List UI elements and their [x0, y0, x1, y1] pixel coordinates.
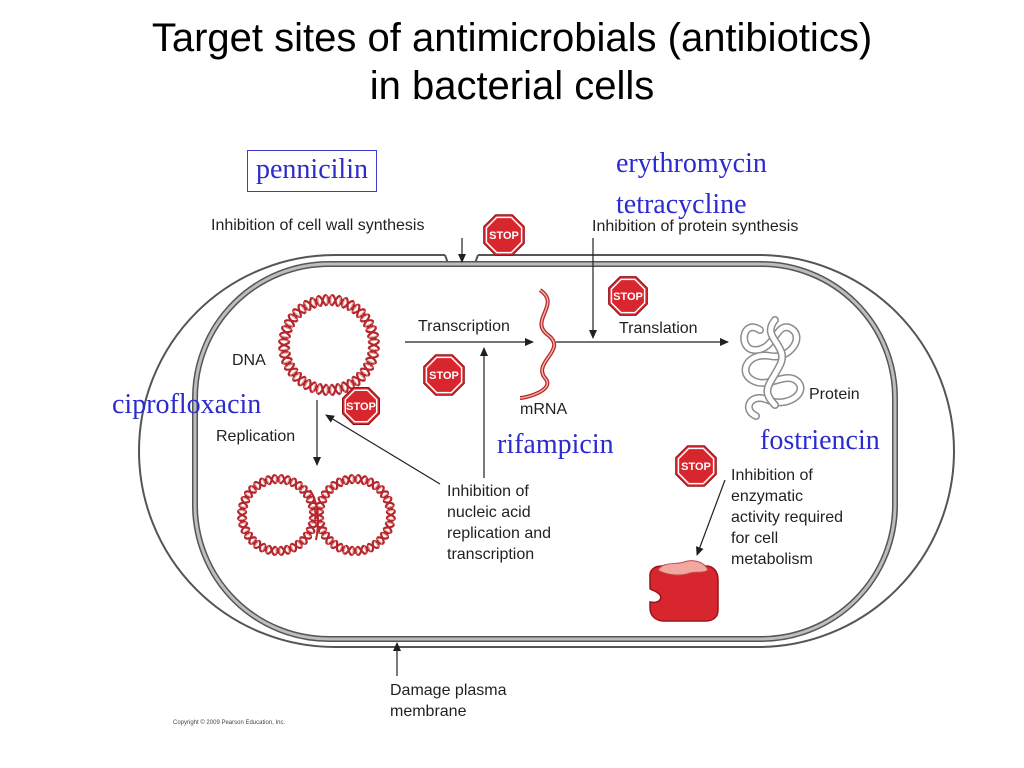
- stop-sign-text: STOP: [429, 370, 459, 382]
- erythromycin-label: erythromycin: [616, 148, 767, 179]
- dna-crossover: [309, 489, 319, 541]
- stop-sign-text: STOP: [346, 401, 376, 413]
- nucleic-acid-inhibition-label: Inhibition of nucleic acid replication a…: [447, 483, 552, 563]
- mrna-strand: [519, 288, 557, 400]
- title-line-1: Target sites of antimicrobials (antibiot…: [151, 16, 873, 60]
- stop-sign-text: STOP: [489, 230, 519, 242]
- dna-label: DNA: [232, 352, 266, 369]
- page-title: Target sites of antimicrobials (antibiot…: [0, 14, 1024, 110]
- transcription-label: Transcription: [418, 318, 510, 335]
- protein-synthesis-label: Inhibition of protein synthesis: [592, 218, 799, 235]
- stop-sign-text: STOP: [681, 461, 711, 473]
- ciprofloxacin-label: ciprofloxacin: [112, 389, 262, 420]
- rifampicin-label: rifampicin: [497, 429, 614, 460]
- copyright-text: Copyright © 2009 Pearson Education, Inc.: [173, 720, 286, 726]
- dna-replicated-circle-2: [314, 474, 396, 556]
- protein-label: Protein: [809, 386, 860, 403]
- stop-sign-icon: STOP: [608, 276, 648, 316]
- cell-envelope: [138, 254, 955, 648]
- protein-structure: [740, 316, 805, 420]
- translation-label: Translation: [619, 320, 698, 337]
- stop-sign-icon: STOP: [423, 354, 465, 396]
- enzymatic-inhibition-label: Inhibition of enzymatic activity require…: [731, 467, 844, 568]
- replication-label: Replication: [216, 428, 296, 445]
- fostriencin-label: fostriencin: [760, 425, 880, 456]
- mrna-label: mRNA: [520, 401, 568, 418]
- enzyme-shape: [649, 560, 719, 622]
- stop-sign-icon: STOP: [342, 387, 380, 425]
- stop-sign-icon: STOP: [483, 214, 525, 256]
- cell-wall-synthesis-label: Inhibition of cell wall synthesis: [211, 217, 425, 234]
- plasma-membrane-inner: [193, 262, 897, 641]
- penicillin-label: pennicilin: [247, 150, 377, 192]
- stop-sign-icon: STOP: [675, 445, 717, 487]
- cell-wall-outer: [138, 254, 955, 648]
- stop-sign-text: STOP: [613, 291, 643, 303]
- arrows: [313, 238, 729, 676]
- membrane-damage-label: Damage plasma membrane: [390, 682, 507, 720]
- dna-replicated-circle-1: [237, 474, 319, 556]
- dna-circle: [277, 293, 381, 397]
- title-line-2: in bacterial cells: [369, 64, 655, 108]
- arrow-enzymatic: [696, 479, 726, 556]
- tetracycline-label: tetracycline: [616, 189, 747, 220]
- arrow-nucleic-to-replication: [325, 414, 441, 485]
